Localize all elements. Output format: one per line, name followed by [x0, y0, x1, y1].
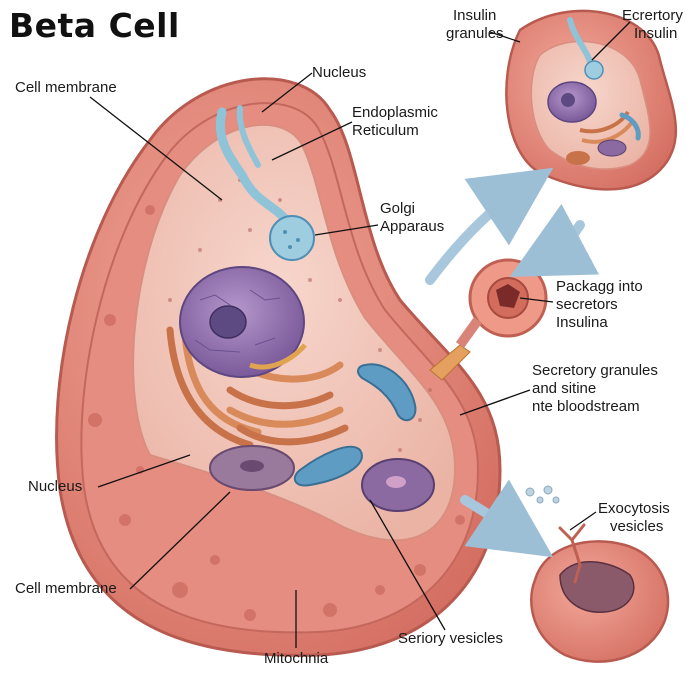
label-package-line2: secretors [556, 296, 618, 313]
label-insulin-granules-line1: Insulin [453, 7, 497, 24]
exocytosis-stalk [558, 523, 586, 584]
label-cell-membrane-top: Cell membrane [15, 79, 117, 96]
label-exocytosis-line1: Exocytosis [598, 500, 670, 517]
label-package-line1: Packagg into [556, 278, 643, 295]
golgi-stacks [166, 326, 349, 449]
label-cell-membrane-bottom: Cell membrane [15, 580, 117, 597]
label-nucleus-left: Nucleus [28, 478, 83, 495]
exocytosis-channel [429, 344, 471, 381]
label-golgi-line2: Apparaus [380, 218, 445, 235]
label-nucleus-top: Nucleus [312, 64, 367, 81]
label-leader-lines [89, 21, 631, 648]
label-er-line1: Endoplasmic [352, 104, 438, 121]
label-secretory-line3: nte bloodstream [532, 398, 640, 415]
page-title: Beta Cell [9, 6, 180, 45]
nucleolus [209, 305, 247, 339]
label-insulin-granules-line2: granules [446, 25, 504, 42]
mitochondrion-3 [357, 363, 417, 422]
label-mitochondria: Mitochnia [264, 650, 329, 667]
label-secretory-line1: Secretory granules [532, 362, 658, 379]
golgi-vesicle [269, 215, 315, 261]
label-er-line2: Reticulum [352, 122, 419, 139]
label-ecretory-line1: Ecrertory [622, 7, 683, 24]
nuclear-envelope-fold [249, 343, 307, 370]
label-ecretory-line2: Insulin [634, 25, 678, 42]
label-secretory-line2: and sitine [532, 380, 597, 397]
label-exocytosis-line2: vesicles [610, 518, 664, 535]
label-package-line3: Insulina [556, 314, 608, 331]
label-seriory-vesicles: Seriory vesicles [398, 630, 504, 647]
mitochondrion-2 [293, 445, 363, 487]
membrane-texture-dots [88, 205, 465, 621]
flow-arrow-up [425, 167, 554, 285]
exocytosis-droplets [525, 485, 560, 504]
label-golgi-line1: Golgi [380, 200, 416, 217]
flow-arrow-down [509, 203, 600, 277]
flow-arrow-right [460, 479, 554, 558]
